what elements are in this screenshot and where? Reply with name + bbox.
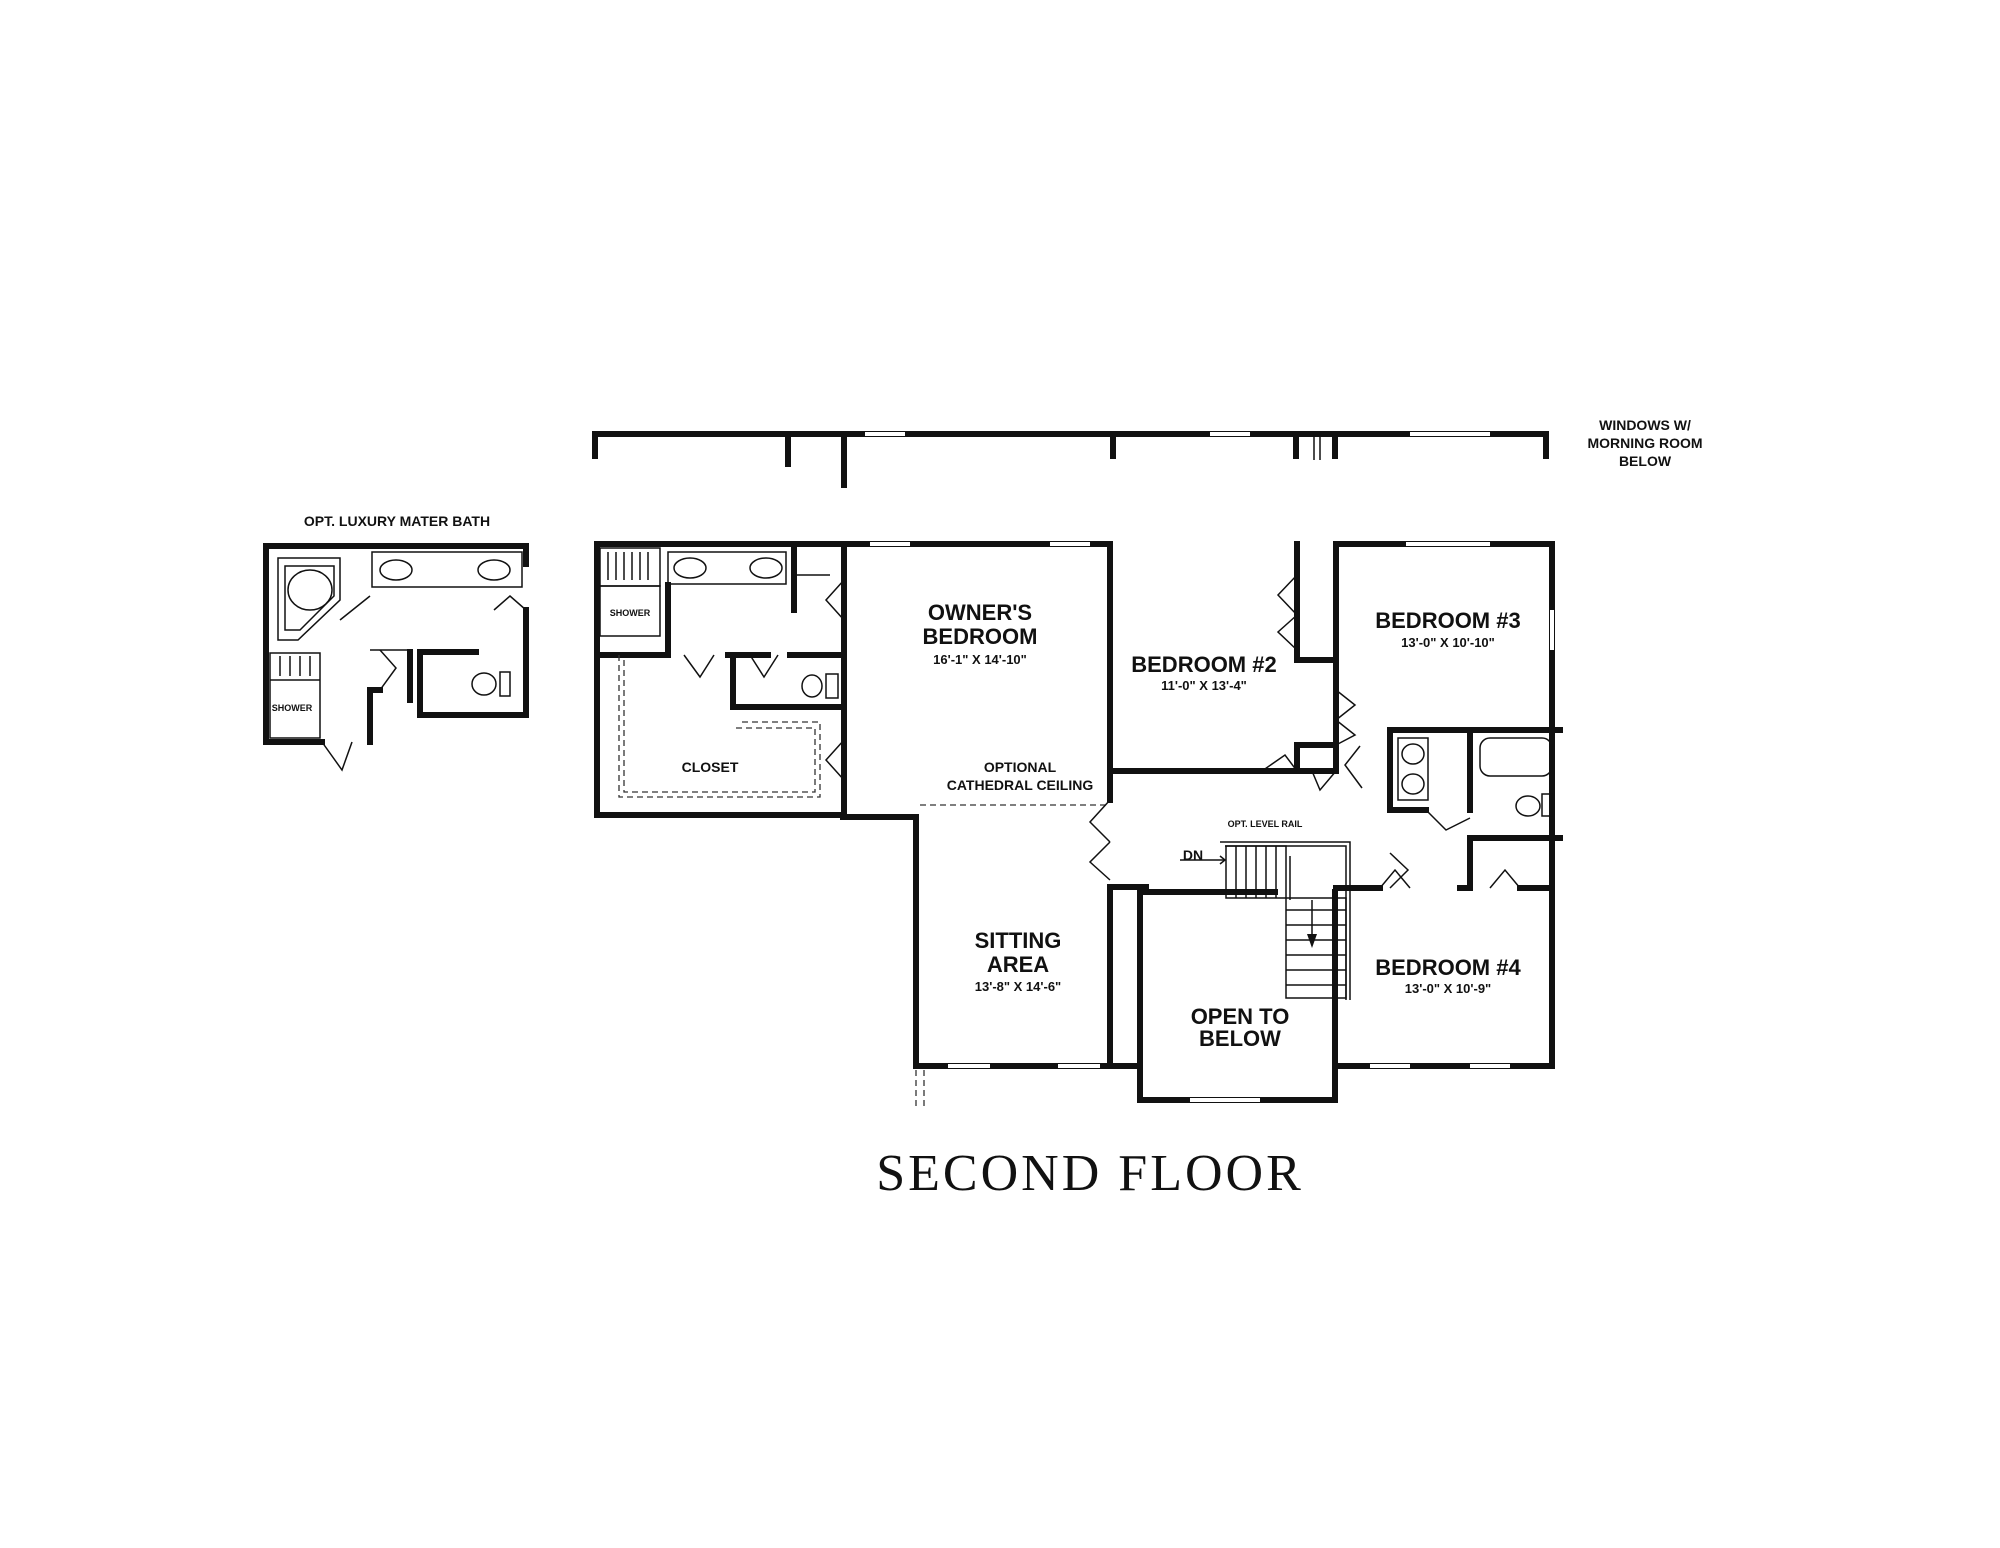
svg-text:BELOW: BELOW bbox=[1619, 453, 1672, 469]
svg-text:16'-1" X 14'-10": 16'-1" X 14'-10" bbox=[933, 652, 1027, 667]
svg-text:AREA: AREA bbox=[987, 952, 1049, 977]
closet-label: CLOSET bbox=[682, 759, 739, 775]
svg-text:OPEN TO: OPEN TO bbox=[1191, 1004, 1290, 1029]
open-to-below-label: OPEN TO BELOW bbox=[1191, 1004, 1290, 1051]
svg-text:MORNING ROOM: MORNING ROOM bbox=[1587, 435, 1702, 451]
svg-text:CATHEDRAL CEILING: CATHEDRAL CEILING bbox=[947, 777, 1094, 793]
svg-text:OWNER'S: OWNER'S bbox=[928, 600, 1032, 625]
plan-title: SECOND FLOOR bbox=[876, 1145, 1304, 1202]
bedroom-3-label: BEDROOM #3 13'-0" X 10'-10" bbox=[1375, 608, 1520, 650]
sitting-area-label: SITTING AREA 13'-8" X 14'-6" bbox=[975, 928, 1062, 994]
bedroom-4-label: BEDROOM #4 13'-0" X 10'-9" bbox=[1375, 955, 1521, 996]
annotation-windows-below: WINDOWS W/ MORNING ROOM BELOW bbox=[1587, 417, 1702, 469]
svg-text:13'-0" X 10'-9": 13'-0" X 10'-9" bbox=[1405, 981, 1491, 996]
svg-text:BEDROOM: BEDROOM bbox=[923, 624, 1038, 649]
bedroom-2-label: BEDROOM #2 11'-0" X 13'-4" bbox=[1131, 652, 1276, 693]
opt-bath-title: OPT. LUXURY MATER BATH bbox=[304, 513, 490, 529]
shower-label-opt: SHOWER bbox=[272, 703, 313, 713]
door-swings bbox=[683, 574, 1521, 889]
svg-text:WINDOWS W/: WINDOWS W/ bbox=[1599, 417, 1691, 433]
dashed-lines bbox=[618, 655, 1110, 1108]
owners-bath-fixtures bbox=[599, 547, 839, 699]
level-rail-label: OPT. LEVEL RAIL bbox=[1228, 819, 1303, 829]
optional-ceiling-label: OPTIONAL CATHEDRAL CEILING bbox=[947, 759, 1094, 793]
svg-text:BEDROOM #2: BEDROOM #2 bbox=[1131, 652, 1276, 677]
svg-text:SITTING: SITTING bbox=[975, 928, 1062, 953]
svg-text:13'-8" X 14'-6": 13'-8" X 14'-6" bbox=[975, 979, 1061, 994]
svg-text:BEDROOM #3: BEDROOM #3 bbox=[1375, 608, 1520, 633]
svg-text:13'-0" X 10'-10": 13'-0" X 10'-10" bbox=[1401, 635, 1495, 650]
shower-grid bbox=[607, 552, 649, 580]
hall-bath-fixtures bbox=[1397, 737, 1553, 817]
shower-label-main: SHOWER bbox=[610, 608, 651, 618]
upper-wall-outline bbox=[592, 431, 1549, 488]
main-plan-walls bbox=[594, 541, 1563, 1103]
stair-down-label: DN bbox=[1183, 847, 1203, 863]
owners-bedroom-label: OWNER'S BEDROOM 16'-1" X 14'-10" bbox=[923, 600, 1038, 667]
opt-luxury-bath-plan bbox=[263, 543, 529, 772]
staircase bbox=[1180, 841, 1351, 1000]
svg-text:11'-0" X 13'-4": 11'-0" X 13'-4" bbox=[1161, 678, 1247, 693]
svg-text:BELOW: BELOW bbox=[1199, 1026, 1281, 1051]
main-plan-windows bbox=[870, 542, 1554, 1102]
svg-text:BEDROOM #4: BEDROOM #4 bbox=[1375, 955, 1521, 980]
svg-text:OPTIONAL: OPTIONAL bbox=[984, 759, 1057, 775]
